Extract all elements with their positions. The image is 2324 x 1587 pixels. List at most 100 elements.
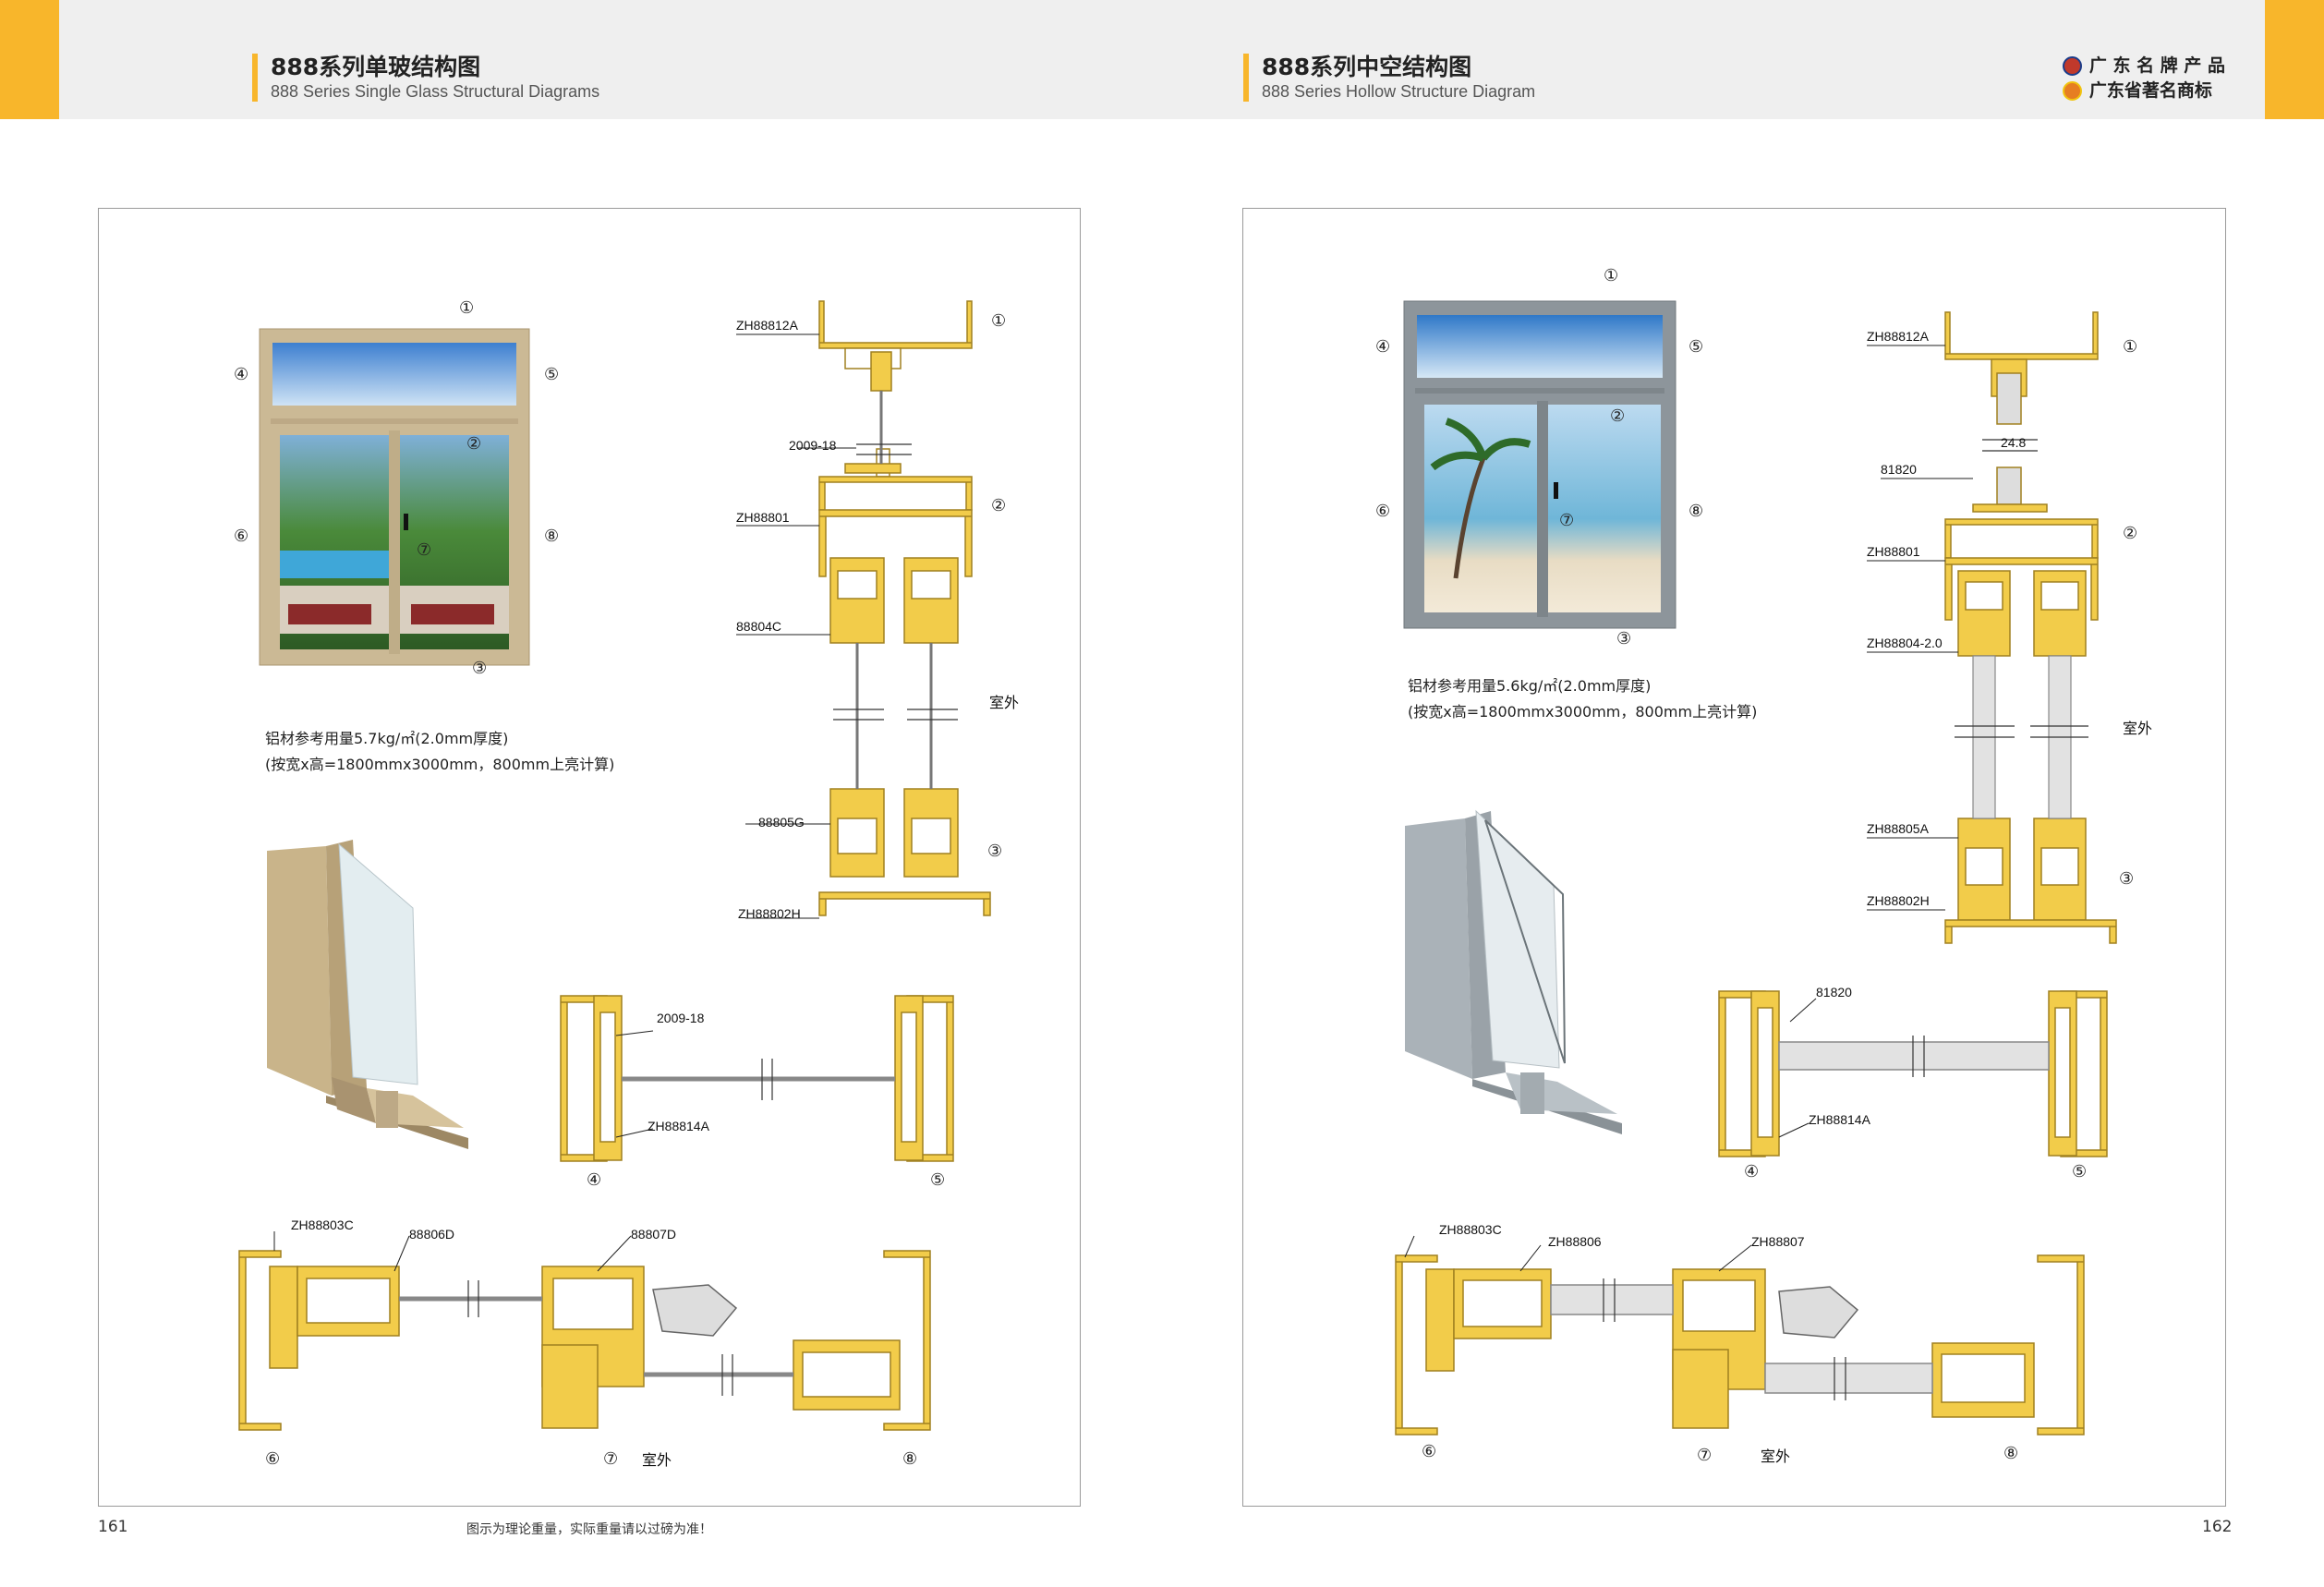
transom-callout-5: ⑤ (930, 1170, 946, 1190)
vertical-section-single (818, 300, 991, 916)
label-zh88804-2: ZH88804-2.0 (1867, 636, 1943, 650)
callout-2: ② (1610, 406, 1626, 426)
sash-glass-single (399, 1296, 793, 1377)
trademark-icon (2062, 81, 2082, 101)
window-photo-single (259, 328, 530, 666)
callout-7: ⑦ (417, 540, 432, 560)
right-material-note-1: 铝材参考用量5.6kg/㎡(2.0mm厚度) (1408, 677, 1652, 695)
label-zh88802h: ZH88802H (738, 906, 801, 921)
sash-callout-7: ⑦ (603, 1449, 619, 1469)
left-drawings (238, 300, 991, 1431)
label-zh88807: ZH88807 (1751, 1234, 1805, 1249)
left-title-en: 888 Series Single Glass Structural Diagr… (271, 82, 600, 101)
label-zh88805a: ZH88805A (1867, 821, 1929, 836)
label-zh88814a: ZH88814A (1809, 1112, 1870, 1127)
vertical-section-hollow (1944, 311, 2117, 944)
callout-3: ③ (1616, 629, 1632, 648)
label-88807d: 88807D (631, 1227, 677, 1242)
right-drawings (1395, 300, 2117, 1436)
break-marks-hollow (1955, 439, 2088, 738)
section-callout-3: ③ (987, 842, 1003, 861)
callout-5: ⑤ (1689, 337, 1704, 357)
page-number-right: 162 (2202, 1518, 2233, 1536)
callout-6: ⑥ (1375, 502, 1391, 521)
label-zh88802h: ZH88802H (1867, 893, 1930, 908)
right-title-en: 888 Series Hollow Structure Diagram (1262, 82, 1536, 101)
brand-badges: 广 东 名 牌 产 品 广东省著名商标 (2062, 54, 2225, 103)
transom-callout-4: ④ (587, 1170, 602, 1190)
transom-section-hollow (1718, 990, 2108, 1157)
sash-callout-7: ⑦ (1697, 1446, 1713, 1465)
label-zh88803c: ZH88803C (1439, 1222, 1502, 1237)
label-zh88812a: ZH88812A (736, 318, 798, 333)
left-title-cn: 888系列单玻结构图 (271, 54, 481, 80)
callout-4: ④ (234, 365, 249, 384)
window-photo-hollow (1403, 300, 1676, 629)
label-88806d: 88806D (409, 1227, 455, 1242)
label-outdoor-b: 室外 (642, 1453, 672, 1469)
section-callout-1: ① (991, 311, 1007, 331)
label-outdoor-a: 室外 (989, 696, 1020, 711)
callout-8: ⑧ (544, 527, 560, 546)
right-title-cn: 888系列中空结构图 (1262, 54, 1472, 80)
corner-section-single (267, 840, 468, 1149)
callout-4: ④ (1375, 337, 1391, 357)
label-zh88806: ZH88806 (1548, 1234, 1602, 1249)
label-2009-18-a: 2009-18 (789, 438, 837, 453)
label-zh88801: ZH88801 (736, 510, 790, 525)
left-material-note-1: 铝材参考用量5.7kg/㎡(2.0mm厚度) (265, 730, 509, 747)
transom-section-single (560, 995, 954, 1162)
callout-1: ① (459, 298, 475, 318)
label-outdoor-a: 室外 (2123, 721, 2153, 737)
brand-line2: 广东省著名商标 (2088, 80, 2212, 101)
sash-callout-6: ⑥ (1422, 1442, 1437, 1461)
label-88805g: 88805G (758, 815, 805, 830)
leader-lines-hollow (1404, 345, 1973, 1272)
left-panel: ① ④ ⑤ ② ⑥ ⑧ ⑦ ③ 铝材参考用量5.7kg/㎡(2.0mm厚度) (… (98, 208, 1081, 1507)
page-header: 888系列单玻结构图 888 Series Single Glass Struc… (0, 0, 2324, 119)
sash-callout-6: ⑥ (265, 1449, 281, 1469)
page-number-left: 161 (98, 1518, 128, 1536)
transom-break-hollow (1912, 1036, 1925, 1077)
brand-line1: 广 东 名 牌 产 品 (2088, 55, 2225, 76)
callout-8: ⑧ (1689, 502, 1704, 521)
callout-5: ⑤ (544, 365, 560, 384)
transom-break-single (761, 1059, 773, 1100)
label-outdoor-b: 室外 (1761, 1449, 1791, 1465)
label-zh88814a: ZH88814A (648, 1119, 709, 1133)
callout-2: ② (466, 434, 482, 454)
leader-lines-single (273, 333, 856, 1272)
label-24-8: 24.8 (2001, 435, 2027, 450)
corner-section-hollow (1405, 809, 1622, 1134)
callout-7: ⑦ (1559, 511, 1575, 530)
header-accent-right (2265, 0, 2324, 119)
right-title-block: 888系列中空结构图 888 Series Hollow Structure D… (1243, 54, 1535, 102)
sash-break-single (467, 1280, 733, 1396)
sash-callout-8: ⑧ (2003, 1444, 2019, 1463)
callout-6: ⑥ (234, 527, 249, 546)
transom-callout-4: ④ (1744, 1162, 1760, 1181)
sash-callout-8: ⑧ (902, 1449, 918, 1469)
footer-weight-note: 图示为理论重量，实际重量请以过磅为准！ (466, 1522, 712, 1537)
header-accent-left (0, 0, 59, 119)
label-zh88801: ZH88801 (1867, 544, 1920, 559)
section-callout-3: ③ (2119, 869, 2135, 889)
sash-section-hollow (1395, 1254, 2085, 1436)
sash-break-hollow (1603, 1278, 1846, 1400)
label-88804c: 88804C (736, 619, 782, 634)
break-marks-single (833, 443, 958, 721)
right-material-note-2: (按宽x高=1800mmx3000mm，800mm上亮计算) (1408, 703, 1758, 721)
right-panel: ① ④ ⑤ ② ⑥ ⑧ ⑦ ③ 铝材参考用量5.6kg/㎡(2.0mm厚度) (… (1242, 208, 2226, 1507)
section-callout-2: ② (2123, 524, 2138, 543)
label-81820-b: 81820 (1816, 985, 1852, 999)
left-material-note-2: (按宽x高=1800mmx3000mm，800mm上亮计算) (265, 756, 615, 773)
glass-lines-single (855, 391, 933, 789)
label-zh88812a: ZH88812A (1867, 329, 1929, 344)
label-81820-a: 81820 (1881, 462, 1917, 477)
callout-1: ① (1604, 266, 1619, 285)
brand-seal-icon (2062, 56, 2082, 76)
sash-section-single (238, 1250, 931, 1431)
section-callout-2: ② (991, 496, 1007, 515)
label-zh88803c: ZH88803C (291, 1218, 354, 1232)
left-title-block: 888系列单玻结构图 888 Series Single Glass Struc… (252, 54, 599, 102)
